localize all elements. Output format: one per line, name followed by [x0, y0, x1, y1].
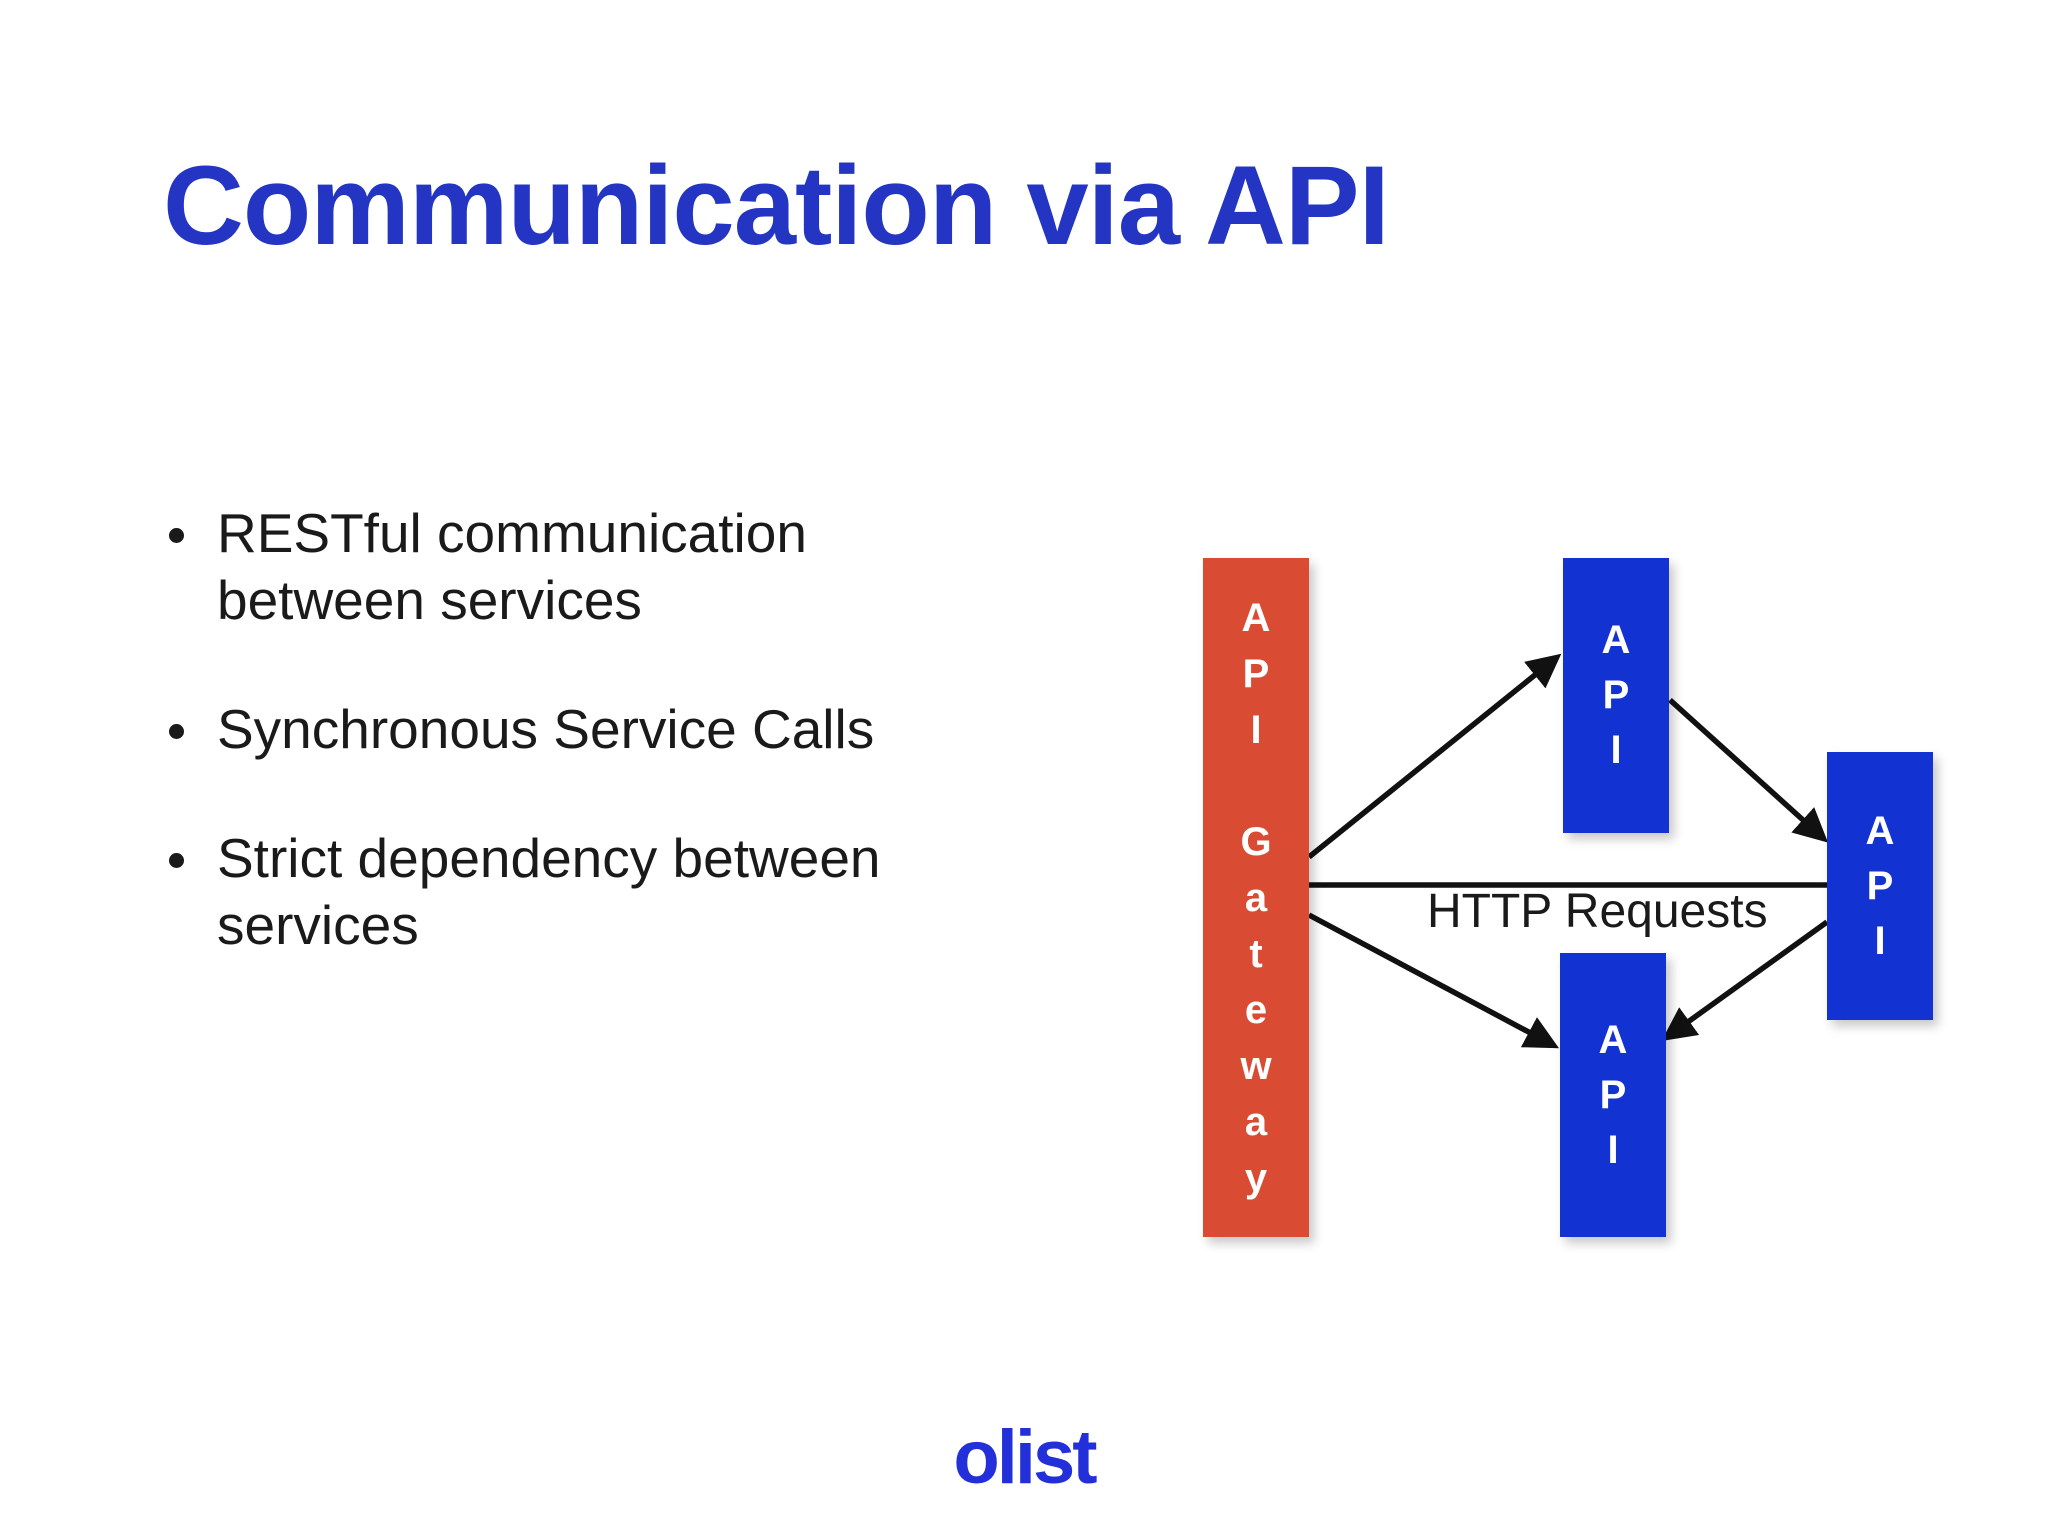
arrow-connectors	[1307, 653, 1829, 1049]
arrow-gateway-to-top-api	[1307, 653, 1562, 860]
bullet-text: Synchronous Service Calls	[217, 698, 875, 760]
bullet-item: Strict dependency between services	[169, 825, 897, 959]
bullet-list: RESTful communication between services S…	[169, 500, 897, 1021]
bullet-text: Strict dependency between services	[217, 827, 881, 956]
page-title: Communication via API	[163, 143, 1390, 268]
arrow-top-api-to-right-api	[1668, 697, 1829, 843]
bullet-dot-icon	[169, 528, 184, 543]
bullet-item: Synchronous Service Calls	[169, 696, 897, 763]
bullet-text: RESTful communication between services	[217, 502, 807, 631]
bullet-item: RESTful communication between services	[169, 500, 897, 634]
arrow-gateway-to-bottom-api	[1307, 912, 1560, 1049]
http-requests-label: HTTP Requests	[1427, 885, 1768, 938]
bullet-dot-icon	[169, 853, 184, 868]
bullet-dot-icon	[169, 724, 184, 739]
arrow-right-api-to-bottom-api	[1661, 919, 1829, 1041]
olist-logo: olist	[953, 1415, 1097, 1500]
